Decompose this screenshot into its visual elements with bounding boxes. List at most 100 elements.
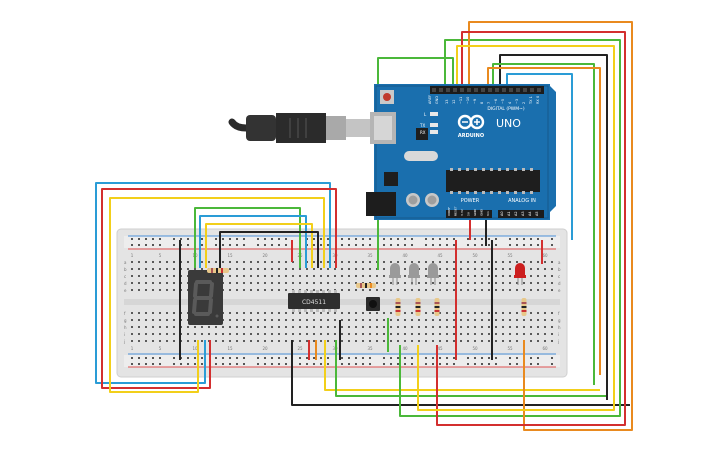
wire-blue-left bbox=[95, 182, 331, 384]
wire-yellow-seg3 bbox=[205, 223, 313, 268]
ic-chip-label: CD4511 bbox=[302, 299, 326, 306]
column-label: 20 bbox=[262, 346, 268, 351]
ic-chip: CD4511 bbox=[288, 290, 340, 312]
resistor-seven-segment bbox=[207, 268, 229, 273]
column-label: 25 bbox=[297, 346, 303, 351]
wire-yellow-chip bbox=[324, 340, 600, 391]
digital-pin-label: ~11 bbox=[459, 97, 463, 104]
digital-pin-label: ~9 bbox=[473, 99, 477, 104]
wire-blue-arduino bbox=[506, 73, 573, 240]
arduino-board: UNO ARDUINO DIGITAL (PWM~) POWER ANALOG … bbox=[366, 84, 556, 220]
row-label: j bbox=[123, 339, 125, 344]
usb-cable bbox=[228, 113, 374, 143]
digital-pin-label: 12 bbox=[452, 100, 456, 104]
row-label: a bbox=[558, 260, 561, 265]
column-label: 45 bbox=[437, 253, 443, 258]
row-label: g bbox=[558, 318, 561, 323]
digital-pin-label: 4 bbox=[508, 101, 512, 104]
led-1 bbox=[389, 263, 401, 285]
aref-label: AREF bbox=[428, 95, 432, 104]
column-label: 40 bbox=[402, 253, 408, 258]
arduino-logo-text: ARDUINO bbox=[458, 133, 484, 139]
digital-pin-label: ~10 bbox=[466, 97, 470, 104]
column-label: 1 bbox=[131, 346, 134, 351]
tx-label: TX bbox=[419, 123, 425, 128]
seven-segment-digit bbox=[192, 280, 214, 316]
row-label: e bbox=[124, 288, 127, 293]
wire-green-chip bbox=[335, 340, 608, 397]
row-label: e bbox=[558, 288, 561, 293]
power-pin-label: RESET bbox=[454, 206, 458, 216]
rx-label: RX bbox=[420, 130, 426, 135]
led-3 bbox=[427, 263, 439, 285]
row-label: g bbox=[124, 318, 127, 323]
row-label: a bbox=[124, 260, 127, 265]
digital-pin-label: 8 bbox=[480, 102, 484, 104]
wire-black-arduino bbox=[499, 54, 608, 400]
analog-pin-label: A5 bbox=[535, 211, 539, 216]
led-4 bbox=[514, 263, 526, 285]
wire-red-arduino bbox=[436, 31, 626, 426]
row-label: b bbox=[124, 267, 127, 272]
digital-pin-label: ~5 bbox=[501, 99, 505, 104]
row-label: i bbox=[124, 332, 125, 337]
column-label: 60 bbox=[542, 253, 548, 258]
power-pin-label: IOREF bbox=[447, 207, 451, 216]
analog-pin-label: A0 bbox=[500, 211, 504, 216]
row-label: d bbox=[124, 281, 127, 286]
arduino-uno-label: UNO bbox=[496, 117, 521, 130]
column-label: 35 bbox=[367, 346, 373, 351]
digital-pin-label: 13 bbox=[445, 100, 449, 104]
column-label: 60 bbox=[542, 346, 548, 351]
wire-yellow-arduino bbox=[417, 45, 615, 411]
row-label: b bbox=[558, 267, 561, 272]
analog-in-label: ANALOG IN bbox=[508, 198, 536, 204]
analog-pin-label: A3 bbox=[521, 211, 525, 216]
row-label: c bbox=[124, 274, 126, 279]
column-label: 15 bbox=[227, 253, 233, 258]
wire-black-seg4 bbox=[219, 231, 319, 268]
wire-green-arduino-2 bbox=[492, 63, 595, 385]
wire-green-arduino bbox=[399, 39, 621, 417]
column-label: 50 bbox=[472, 346, 478, 351]
led-resistors bbox=[395, 298, 527, 316]
l-label: L bbox=[424, 112, 427, 117]
wire-blue-seg2 bbox=[199, 215, 307, 268]
column-label: 55 bbox=[507, 346, 513, 351]
digital-pin-label: TX 1 bbox=[529, 96, 533, 105]
column-label: 15 bbox=[227, 346, 233, 351]
digital-pin-label: RX 0 bbox=[536, 96, 540, 104]
column-label: 35 bbox=[367, 253, 373, 258]
column-label: 10 bbox=[192, 346, 198, 351]
leds bbox=[389, 263, 526, 285]
row-label: h bbox=[124, 325, 127, 330]
wire-black-chip bbox=[291, 340, 630, 406]
digital-pin-label: ~6 bbox=[494, 99, 498, 104]
digital-pin-label: 7 bbox=[487, 102, 491, 104]
wire-red-left bbox=[101, 188, 337, 389]
power-pin-label: GND bbox=[480, 208, 484, 216]
seven-segment-display bbox=[188, 270, 223, 325]
row-label: f bbox=[558, 311, 560, 316]
column-label: 1 bbox=[131, 253, 134, 258]
wire-yellow-left bbox=[109, 197, 325, 393]
power-pin-label: 3.3V bbox=[460, 208, 464, 216]
wire-orange-arduino-2 bbox=[487, 67, 601, 375]
row-label: i bbox=[558, 332, 559, 337]
power-label: POWER bbox=[461, 198, 480, 204]
push-button[interactable] bbox=[366, 297, 380, 311]
row-label: f bbox=[124, 311, 126, 316]
row-label: j bbox=[557, 339, 559, 344]
power-pin-label: 5V bbox=[467, 211, 471, 216]
power-pin-label: GND bbox=[473, 208, 477, 216]
column-label: 20 bbox=[262, 253, 268, 258]
gnd-label: GND bbox=[435, 96, 439, 104]
power-pin-label: Vin bbox=[486, 211, 490, 216]
analog-pin-label: A1 bbox=[507, 211, 511, 216]
resistor-button bbox=[356, 283, 376, 288]
led-2 bbox=[408, 263, 420, 285]
